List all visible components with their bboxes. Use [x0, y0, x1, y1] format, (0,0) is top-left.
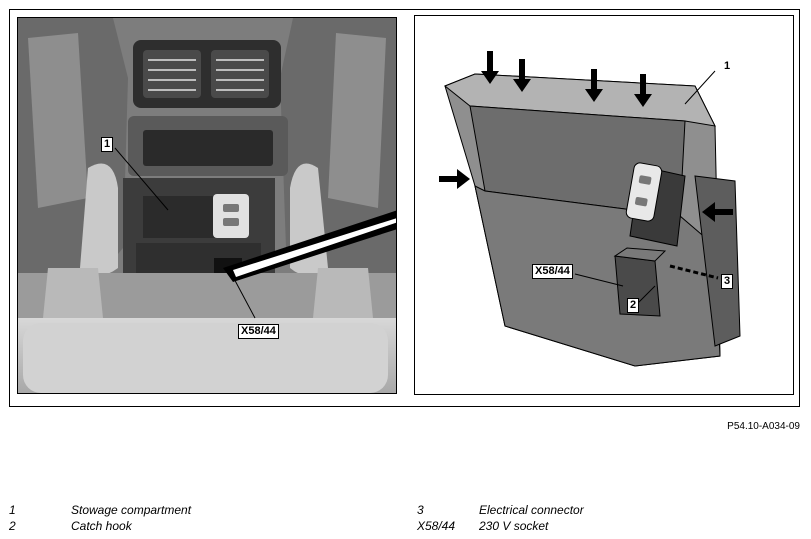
- console-photo-drawing: [18, 18, 396, 393]
- left-callout-1: 1: [101, 137, 114, 152]
- compartment-detail-drawing: [439, 51, 741, 367]
- right-callout-3: 3: [721, 274, 734, 289]
- usb-ports: [213, 194, 249, 238]
- console-photo: 1 X58/44: [17, 17, 397, 394]
- left-seat-trim: [80, 163, 118, 276]
- right-callout-x58-44: X58/44: [532, 264, 573, 279]
- arrow-right-in: [702, 202, 733, 222]
- right-callout-1: 1: [724, 60, 731, 72]
- figure-code: P54.10-A034-09: [727, 421, 800, 432]
- arrow-left-in: [439, 169, 470, 189]
- left-callout-x58-44: X58/44: [238, 324, 279, 339]
- connector-leader: [669, 264, 719, 280]
- press-arrows: [439, 51, 733, 222]
- right-callout-2: 2: [627, 298, 640, 313]
- compartment-detail: 1 X58/44 2 3: [414, 15, 794, 395]
